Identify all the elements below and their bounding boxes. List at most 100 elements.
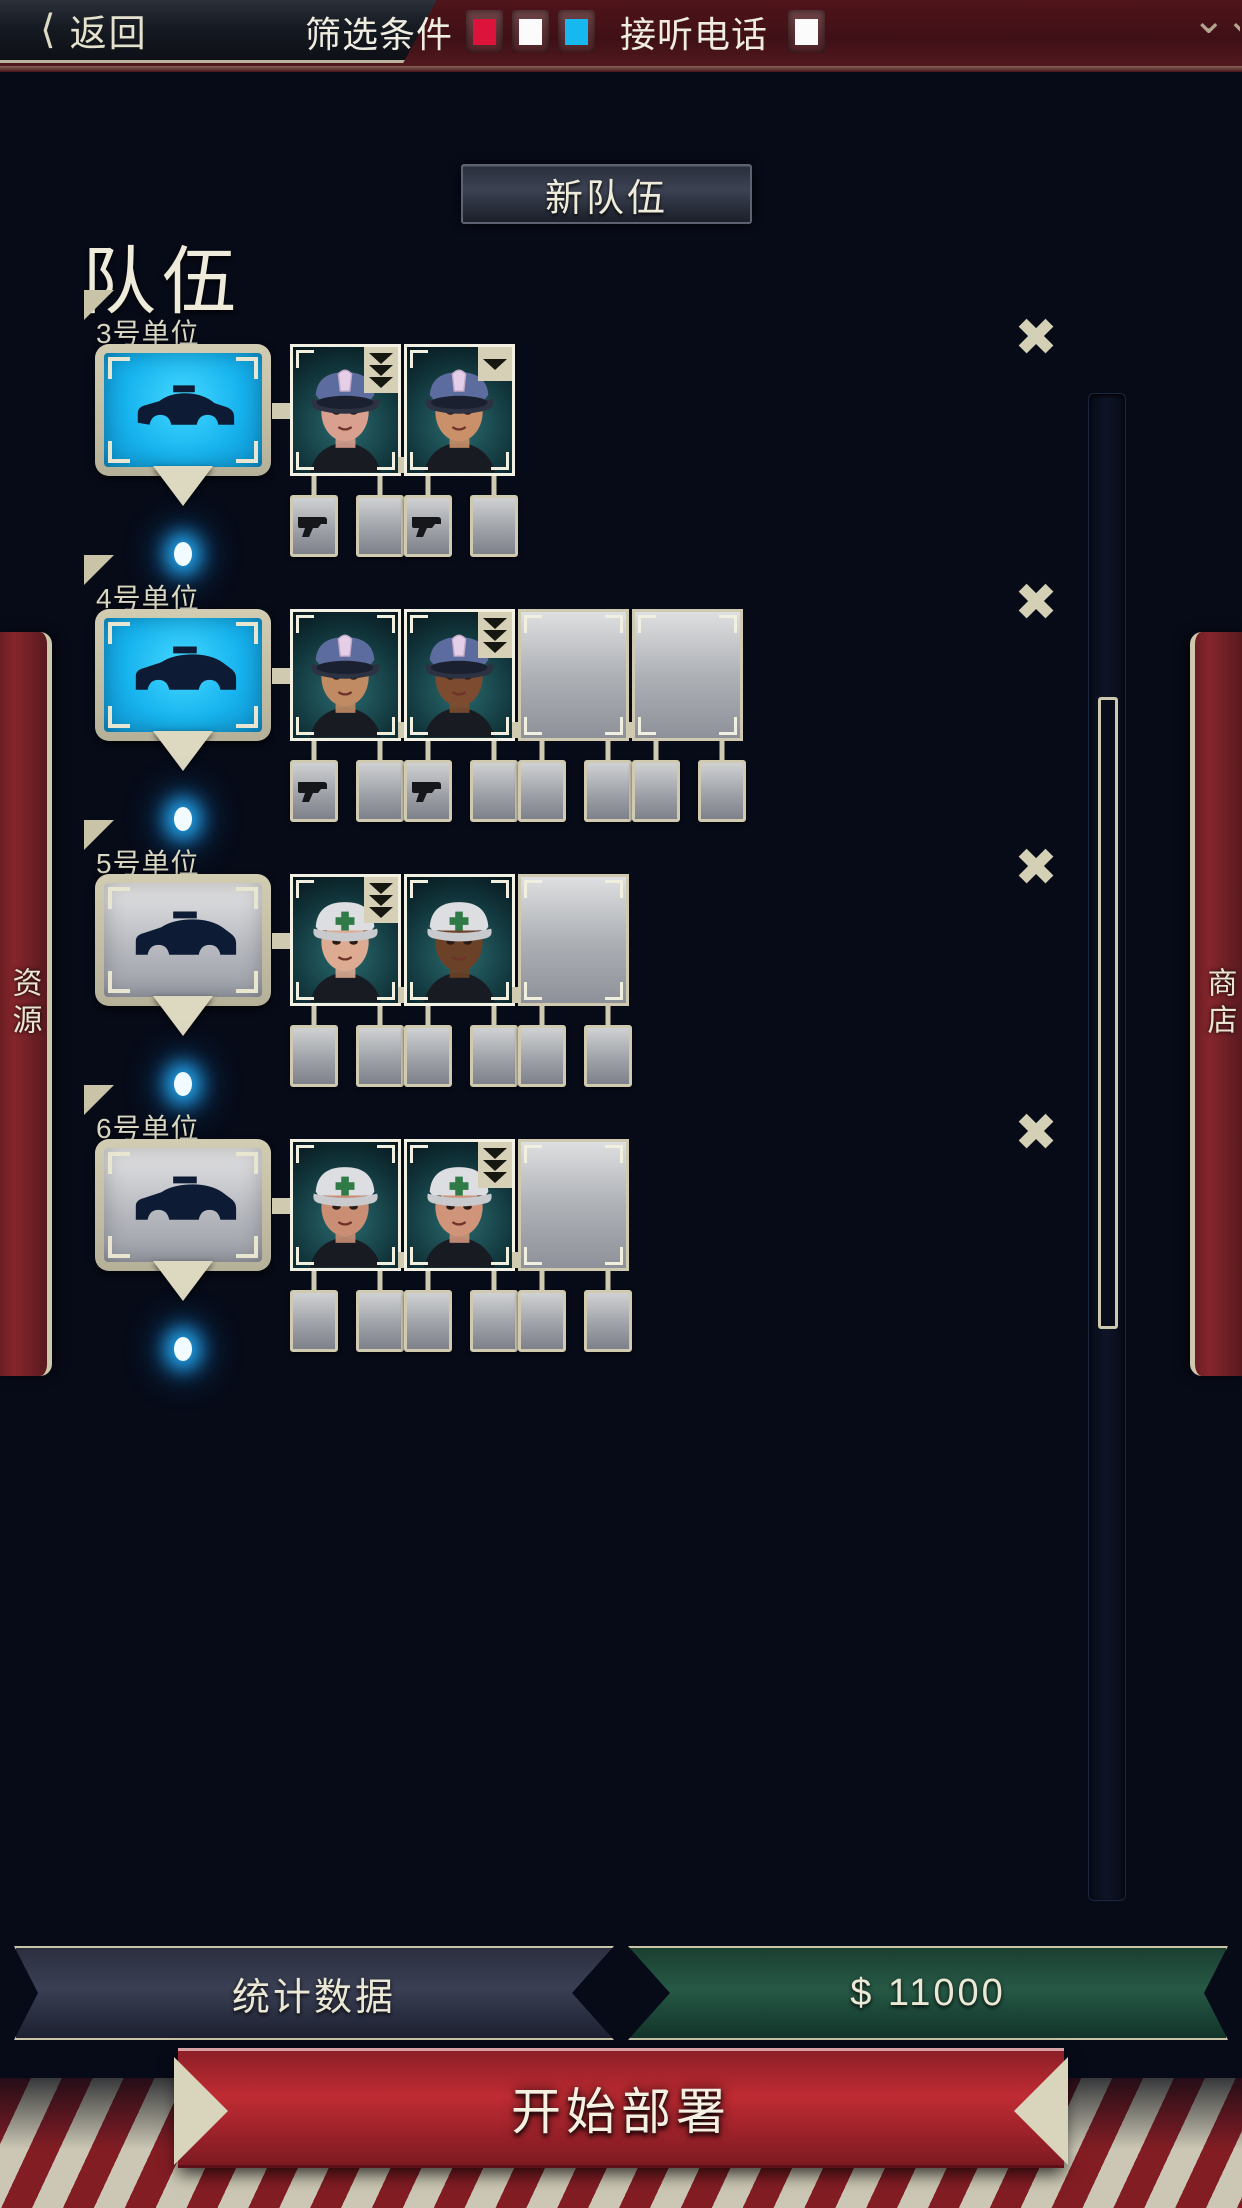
- equipment-slot-empty[interactable]: [290, 1271, 338, 1352]
- corner-bracket-icon: [605, 982, 623, 1000]
- corner-bracket-icon: [377, 1247, 395, 1265]
- corner-bracket-icon: [524, 615, 542, 633]
- rank-chevron-icon[interactable]: [364, 347, 398, 393]
- crew-portrait[interactable]: [290, 874, 401, 1006]
- crew-portrait[interactable]: [290, 344, 401, 476]
- unit-name-label: 5号单位: [96, 848, 200, 879]
- equipment-slot-pistol[interactable]: [290, 741, 338, 822]
- corner-bracket-icon: [491, 717, 509, 735]
- equipment-slot-empty[interactable]: [470, 1006, 518, 1087]
- vehicle-slot[interactable]: [95, 344, 271, 566]
- equipment-slot-empty[interactable]: [632, 741, 680, 822]
- crew-portrait[interactable]: [290, 609, 401, 741]
- equipment-slot-empty[interactable]: [356, 741, 404, 822]
- crew-slot-empty[interactable]: [518, 874, 629, 1006]
- vehicle-slot[interactable]: [95, 874, 271, 1096]
- equipment-connector: [425, 741, 431, 763]
- equipment-slot-empty[interactable]: [356, 476, 404, 557]
- equipment-connector: [491, 741, 497, 763]
- equipment-slot-empty[interactable]: [518, 1006, 566, 1087]
- equipment-connector: [719, 741, 725, 763]
- money-display[interactable]: $ 11000: [628, 1946, 1228, 2040]
- crew-slot-row: [290, 874, 632, 1006]
- tab-shop[interactable]: 商店: [1190, 632, 1242, 1376]
- equipment-slot-empty[interactable]: [290, 1006, 338, 1087]
- equipment-slot-empty[interactable]: [584, 1271, 632, 1352]
- corner-bracket-icon: [410, 880, 428, 898]
- equipment-slot-empty[interactable]: [584, 1006, 632, 1087]
- close-x-icon[interactable]: ✖: [1014, 838, 1058, 898]
- close-x-icon[interactable]: ✖: [1014, 308, 1058, 368]
- corner-bracket-icon: [296, 717, 314, 735]
- equipment-slot-row: [290, 741, 746, 822]
- equipment-slot-empty[interactable]: [470, 1271, 518, 1352]
- vehicle-dropdown-arrow-icon[interactable]: [153, 466, 213, 506]
- answer-call-toggle[interactable]: [788, 10, 826, 53]
- equipment-slot-empty[interactable]: [356, 1271, 404, 1352]
- vehicle-dropdown-arrow-icon[interactable]: [153, 731, 213, 771]
- tab-resources-label: 资源: [7, 967, 41, 1041]
- rank-chevron-icon[interactable]: [478, 1142, 512, 1188]
- corner-bracket-icon: [719, 615, 737, 633]
- vehicle-slot[interactable]: [95, 1139, 271, 1361]
- rank-chevron-icon[interactable]: [478, 612, 512, 658]
- equipment-pair: [290, 476, 404, 557]
- equipment-slot-empty[interactable]: [518, 741, 566, 822]
- equipment-slot-empty[interactable]: [356, 1006, 404, 1087]
- vehicle-slot[interactable]: [95, 609, 271, 831]
- equipment-slot-empty[interactable]: [584, 741, 632, 822]
- corner-bracket-icon: [410, 350, 428, 368]
- equipment-slot-empty[interactable]: [698, 741, 746, 822]
- equipment-slot-pistol[interactable]: [404, 476, 452, 557]
- equipment-connector: [311, 476, 317, 498]
- vehicle-dropdown-arrow-icon[interactable]: [153, 1261, 213, 1301]
- equipment-slot-empty[interactable]: [518, 1271, 566, 1352]
- crew-portrait[interactable]: [404, 874, 515, 1006]
- swatch-red-icon: [473, 18, 497, 45]
- close-x-icon[interactable]: ✖: [1014, 573, 1058, 633]
- equipment-slot-empty[interactable]: [470, 741, 518, 822]
- crew-slot-empty[interactable]: [632, 609, 743, 741]
- crew-portrait[interactable]: [404, 344, 515, 476]
- crew-slot-empty[interactable]: [518, 609, 629, 741]
- equipment-slot-pistol[interactable]: [290, 476, 338, 557]
- tab-resources[interactable]: 资源: [0, 632, 52, 1376]
- corner-bracket-icon: [377, 982, 395, 1000]
- corner-bracket-icon: [719, 717, 737, 735]
- filter-checkbox-cyan[interactable]: [558, 10, 596, 53]
- corner-bracket-icon: [638, 717, 656, 735]
- corner-bracket-icon: [524, 1145, 542, 1163]
- unit-list-scrollbar-thumb[interactable]: [1098, 697, 1118, 1329]
- start-deployment-button[interactable]: 开始部署: [174, 2048, 1068, 2168]
- filter-label: 筛选条件: [305, 13, 454, 55]
- equipment-pair: [290, 1006, 404, 1087]
- equipment-slot-empty[interactable]: [470, 476, 518, 557]
- equipment-connector: [539, 741, 545, 763]
- statistics-button[interactable]: 统计数据: [14, 1946, 614, 2040]
- equipment-pair: [518, 1006, 632, 1087]
- equipment-connector: [425, 476, 431, 498]
- crew-slot-row: [290, 344, 518, 476]
- rank-chevron-icon[interactable]: [478, 347, 512, 381]
- crew-portrait[interactable]: [290, 1139, 401, 1271]
- ambulance-icon: [104, 883, 262, 997]
- equipment-slot-pistol[interactable]: [404, 741, 452, 822]
- crew-portrait[interactable]: [404, 609, 515, 741]
- corner-bracket-icon: [296, 452, 314, 470]
- double-chevron-down-icon: ⌄⌄: [1192, 2, 1240, 42]
- close-x-icon[interactable]: ✖: [1014, 1103, 1058, 1163]
- equipment-connector: [491, 1271, 497, 1293]
- equipment-slot-empty[interactable]: [404, 1271, 452, 1352]
- filter-checkbox-white[interactable]: [512, 10, 550, 53]
- crew-portrait[interactable]: [404, 1139, 515, 1271]
- tab-shop-label: 商店: [1202, 967, 1236, 1041]
- back-button[interactable]: ⟨ 返回: [0, 0, 384, 63]
- unit-row: 4号单位✖: [0, 555, 1242, 831]
- equipment-slot-empty[interactable]: [404, 1006, 452, 1087]
- filter-checkbox-red[interactable]: [466, 10, 504, 53]
- crew-slot-empty[interactable]: [518, 1139, 629, 1271]
- new-team-button[interactable]: 新队伍: [461, 164, 752, 224]
- unit-list[interactable]: 3号单位✖4号单位✖5号单位✖6号单位✖: [0, 290, 1242, 1361]
- rank-chevron-icon[interactable]: [364, 877, 398, 923]
- vehicle-dropdown-arrow-icon[interactable]: [153, 996, 213, 1036]
